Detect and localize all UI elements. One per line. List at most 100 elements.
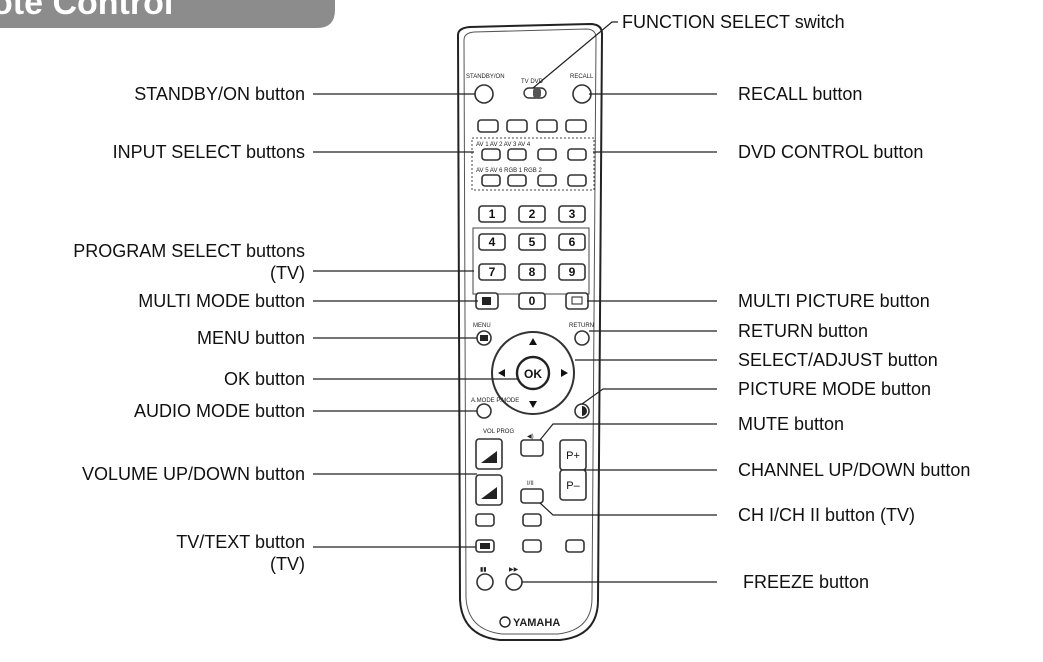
right-arrow-icon[interactable] — [561, 369, 568, 377]
input-rgb1-key[interactable] — [537, 174, 557, 187]
recall-tiny-label: RECALL — [570, 74, 594, 80]
tv-text-icon — [480, 543, 490, 549]
input-av6-key[interactable] — [507, 174, 527, 187]
keypad-key[interactable] — [518, 233, 546, 251]
label-function-select: FUNCTION SELECT switch — [622, 12, 845, 32]
label-program-select-tv: (TV) — [270, 263, 305, 283]
leader-lines — [313, 21, 717, 583]
audio-mode-tiny-label: A.MODE P.MODE — [471, 398, 519, 404]
yellow-key[interactable] — [536, 119, 558, 133]
inputs-top-tiny-label: AV 1 AV 2 AV 3 AV 4 — [476, 142, 531, 148]
keypad-key[interactable] — [478, 263, 506, 281]
freeze-key[interactable] — [505, 573, 523, 591]
left-arrow-icon[interactable] — [498, 369, 505, 377]
keypad-key-label: 2 — [529, 207, 536, 221]
channel-down-key[interactable] — [559, 469, 587, 501]
keypad-key-label: 0 — [529, 294, 536, 308]
keypad-key[interactable] — [558, 233, 586, 251]
keypad-key-label: 7 — [489, 265, 496, 279]
blue-key[interactable] — [565, 119, 587, 133]
standby-on-key[interactable] — [474, 84, 494, 104]
green-key[interactable] — [506, 119, 528, 133]
label-menu: MENU button — [197, 328, 305, 348]
label-tv-text: TV/TEXT button — [176, 532, 305, 552]
header-banner — [0, 0, 335, 28]
keypad-key-label: 6 — [569, 235, 576, 249]
menu-icon — [480, 335, 488, 341]
up-arrow-icon[interactable] — [529, 338, 537, 345]
function-select-knob — [533, 88, 541, 98]
ok-key[interactable] — [515, 355, 551, 391]
label-tv-text-tv: (TV) — [270, 554, 305, 574]
return-key[interactable] — [574, 330, 590, 346]
keypad-key[interactable] — [518, 292, 546, 310]
input-av2-key[interactable] — [507, 148, 527, 161]
keypad-key[interactable] — [558, 263, 586, 281]
keypad-key[interactable] — [478, 233, 506, 251]
return-tiny-label: RETURN — [569, 323, 594, 329]
mute-key[interactable] — [520, 439, 544, 457]
vol-prog-tiny-label: VOL PROG — [483, 429, 514, 435]
label-channel: CHANNEL UP/DOWN button — [738, 460, 970, 480]
keypad-key-label: 9 — [569, 265, 576, 279]
hold-icon: ▮▮ — [480, 567, 487, 573]
label-multi-mode: MULTI MODE button — [138, 291, 305, 311]
keypad-key[interactable] — [478, 205, 506, 223]
volume-up-key[interactable] — [475, 438, 503, 470]
freeze-icon: ▶▶ — [509, 567, 519, 573]
input-av1-key[interactable] — [481, 148, 501, 161]
audio-mode-key[interactable] — [476, 403, 492, 419]
yamaha-logo-icon — [499, 616, 511, 628]
label-dvd-control: DVD CONTROL button — [738, 142, 923, 162]
multi-picture-key[interactable] — [565, 292, 589, 310]
header-title: ote Control — [0, 0, 173, 22]
keypad-key[interactable] — [518, 263, 546, 281]
label-picture-mode: PICTURE MODE button — [738, 379, 931, 399]
inputs-bottom-tiny-label: AV 5 AV 6 RGB 1 RGB 2 — [476, 168, 542, 174]
ok-key-label: OK — [524, 367, 542, 381]
input-select-group-outline — [471, 137, 595, 191]
mute-icon: ◀) — [527, 434, 534, 440]
recall-key[interactable] — [572, 84, 592, 104]
label-program-select: PROGRAM SELECT buttons — [73, 241, 305, 261]
red-key[interactable] — [477, 119, 499, 133]
volume-down-key[interactable] — [475, 474, 503, 506]
ch-i-ii-key[interactable] — [520, 488, 544, 504]
color-key-row — [477, 119, 587, 133]
label-ok: OK button — [224, 369, 305, 389]
keypad-key-label: 4 — [489, 235, 496, 249]
text-key-2[interactable] — [522, 513, 542, 527]
label-ch-i-ii: CH I/CH II button (TV) — [738, 505, 915, 525]
label-mute: MUTE button — [738, 414, 844, 434]
ch-i-ii-tiny-label: I/II — [527, 481, 534, 487]
picture-mode-icon — [582, 406, 587, 416]
brand-name: YAMAHA — [513, 617, 560, 629]
label-audio-mode: AUDIO MODE button — [134, 401, 305, 421]
dvd-stop-key[interactable] — [537, 148, 557, 161]
label-volume: VOLUME UP/DOWN button — [82, 464, 305, 484]
channel-up-label: P+ — [566, 450, 580, 462]
text-key-4[interactable] — [565, 539, 585, 553]
label-input-select: INPUT SELECT buttons — [113, 142, 305, 162]
tv-dvd-tiny-label: TV DVD — [521, 79, 544, 85]
text-key-3[interactable] — [522, 539, 542, 553]
input-av5-key[interactable] — [481, 174, 501, 187]
label-freeze: FREEZE button — [743, 572, 869, 592]
down-arrow-icon[interactable] — [529, 401, 537, 408]
label-return: RETURN button — [738, 321, 868, 341]
label-standby-on: STANDBY/ON button — [134, 84, 305, 104]
multi-mode-icon — [482, 297, 491, 305]
text-key-1[interactable] — [475, 513, 495, 527]
hold-key[interactable] — [476, 573, 494, 591]
keypad-key[interactable] — [518, 205, 546, 223]
keypad-key[interactable] — [558, 205, 586, 223]
input-rgb2-key[interactable] — [567, 174, 587, 187]
volume-down-icon — [481, 487, 497, 499]
standby-tiny-label: STANDBY/ON — [466, 74, 505, 80]
volume-up-icon — [481, 451, 497, 463]
numeric-keypad: 1 2 3 4 5 6 7 8 9 0 — [478, 205, 586, 310]
label-recall: RECALL button — [738, 84, 862, 104]
dvd-play-key[interactable] — [567, 148, 587, 161]
multi-picture-icon — [571, 296, 583, 305]
